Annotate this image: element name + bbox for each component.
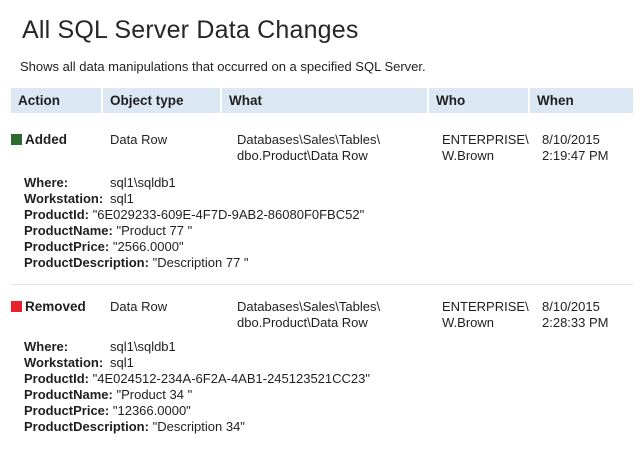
detail-value: sql1 [110,191,134,206]
who-line: ENTERPRISE\ [442,299,529,314]
report-subtitle: Shows all data manipulations that occurr… [20,59,426,74]
when-value: 8/10/2015 2:19:47 PM [542,132,609,164]
detail-productprice: ProductPrice: "12366.0000" [24,403,370,419]
what-line: dbo.Product\Data Row [237,315,368,330]
what-line: Databases\Sales\Tables\ [237,132,381,147]
detail-label: Where: [24,339,69,354]
detail-where: Where: sql1\sqldb1 [24,339,370,355]
who-line: W.Brown [442,148,495,163]
action-label: Added [25,132,67,147]
detail-label: ProductId: [24,207,89,222]
detail-value: sql1\sqldb1 [110,339,176,354]
detail-productid: ProductId: "4E024512-234A-6F2A-4AB1-2451… [24,371,370,387]
detail-value: "2566.0000" [112,239,184,254]
detail-value: "12366.0000" [112,403,191,418]
detail-value: sql1 [110,355,134,370]
when-line: 8/10/2015 [542,299,600,314]
detail-productname: ProductName: "Product 77 " [24,223,364,239]
detail-label: Where: [24,175,69,190]
detail-label: ProductId: [24,371,89,386]
record-divider [11,284,633,285]
detail-productdescription: ProductDescription: "Description 34" [24,419,370,435]
object-type-value: Data Row [110,132,168,147]
removed-marker-icon [11,301,22,312]
who-line: W.Brown [442,315,495,330]
column-header-what[interactable]: What [222,88,427,113]
detail-workstation: Workstation: sql1 [24,191,364,207]
report-title: All SQL Server Data Changes [22,16,359,44]
detail-workstation: Workstation: sql1 [24,355,370,371]
detail-value: "Product 34 " [116,387,193,402]
who-value: ENTERPRISE\ W.Brown [442,132,529,164]
record-details: Where: sql1\sqldb1 Workstation: sql1 Produ… [24,339,370,435]
column-header-when[interactable]: When [530,88,633,113]
change-record: Removed Data Row Databases\Sales\Tables\… [0,297,640,442]
who-value: ENTERPRISE\ W.Brown [442,299,529,331]
detail-value: sql1\sqldb1 [110,175,176,190]
action-label: Removed [25,299,86,314]
detail-label: Workstation: [24,355,104,370]
when-line: 8/10/2015 [542,132,600,147]
change-record: Added Data Row Databases\Sales\Tables\ d… [0,130,640,275]
detail-value: "6E029233-609E-4F7D-9AB2-86080F0FBC52" [92,207,365,222]
detail-label: ProductDescription: [24,419,149,434]
detail-label: Workstation: [24,191,104,206]
who-line: ENTERPRISE\ [442,132,529,147]
detail-productname: ProductName: "Product 34 " [24,387,370,403]
column-header-object-type[interactable]: Object type [103,88,220,113]
detail-value: "Product 77 " [116,223,193,238]
detail-productid: ProductId: "6E029233-609E-4F7D-9AB2-8608… [24,207,364,223]
table-header: Action Object type What Who When [11,88,633,113]
added-marker-icon [11,134,22,145]
detail-value: "4E024512-234A-6F2A-4AB1-245123521CC23" [92,371,370,386]
detail-label: ProductDescription: [24,255,149,270]
column-header-who[interactable]: Who [429,88,528,113]
detail-label: ProductName: [24,387,113,402]
detail-productdescription: ProductDescription: "Description 77 " [24,255,364,271]
object-type-value: Data Row [110,299,168,314]
detail-label: ProductName: [24,223,113,238]
column-header-action[interactable]: Action [11,88,101,113]
what-value: Databases\Sales\Tables\ dbo.Product\Data… [237,299,380,331]
when-line: 2:28:33 PM [542,315,609,330]
detail-label: ProductPrice: [24,403,110,418]
detail-value: "Description 34" [152,419,245,434]
what-value: Databases\Sales\Tables\ dbo.Product\Data… [237,132,380,164]
what-line: dbo.Product\Data Row [237,148,368,163]
when-value: 8/10/2015 2:28:33 PM [542,299,609,331]
detail-productprice: ProductPrice: "2566.0000" [24,239,364,255]
what-line: Databases\Sales\Tables\ [237,299,381,314]
record-details: Where: sql1\sqldb1 Workstation: sql1 Produ… [24,175,364,271]
detail-label: ProductPrice: [24,239,110,254]
detail-value: "Description 77 " [152,255,249,270]
detail-where: Where: sql1\sqldb1 [24,175,364,191]
when-line: 2:19:47 PM [542,148,609,163]
